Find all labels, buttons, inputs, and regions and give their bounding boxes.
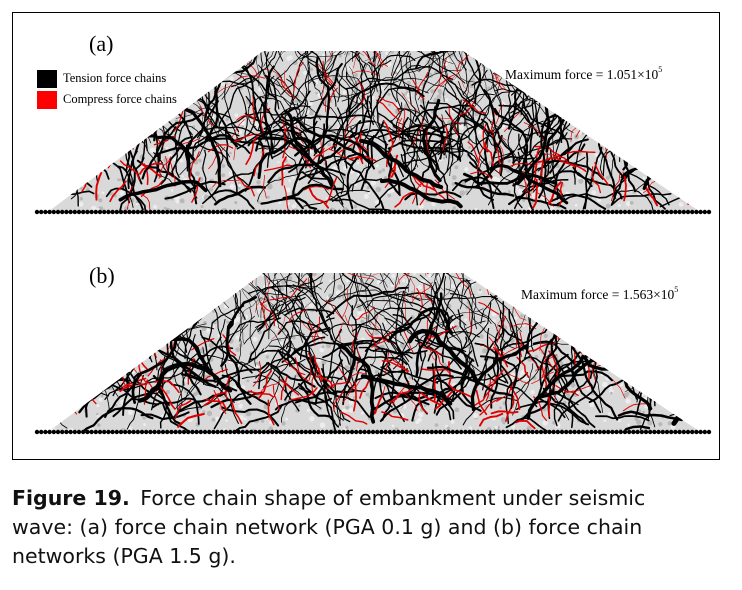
legend-swatch-tension xyxy=(37,69,57,88)
legend-label-tension: Tension force chains xyxy=(63,71,167,85)
figure-caption: Figure 19. Force chain shape of embankme… xyxy=(12,484,712,571)
embankment-panel-a xyxy=(34,51,712,215)
max-force-b-text: Maximum force = 1.563×10 xyxy=(521,287,675,302)
panel-label-a: (a) xyxy=(89,31,114,56)
legend: Tension force chains Compress force chai… xyxy=(37,68,177,110)
figure-frame: (a) (b) Maximum force = 1.051×105 Maximu… xyxy=(12,12,720,460)
caption-figure-number: Figure 19. xyxy=(12,486,130,510)
max-force-b: Maximum force = 1.563×105 xyxy=(521,285,679,303)
legend-label-compress: Compress force chains xyxy=(63,92,177,106)
embankment-panel-b xyxy=(34,273,712,435)
force-chain-network xyxy=(49,273,699,431)
force-chain-network xyxy=(49,51,699,211)
legend-item-tension: Tension force chains xyxy=(37,68,177,89)
caption-text: Force chain shape of embankment under se… xyxy=(12,486,646,568)
base-particle-row xyxy=(34,209,712,215)
max-force-a: Maximum force = 1.051×105 xyxy=(505,65,663,83)
legend-swatch-compress xyxy=(37,90,57,109)
max-force-b-exp: 5 xyxy=(674,285,679,294)
legend-item-compress: Compress force chains xyxy=(37,89,177,110)
max-force-a-exp: 5 xyxy=(658,65,663,74)
base-particle-row xyxy=(34,429,712,435)
max-force-a-text: Maximum force = 1.051×10 xyxy=(505,67,659,82)
panel-label-b: (b) xyxy=(89,263,115,288)
